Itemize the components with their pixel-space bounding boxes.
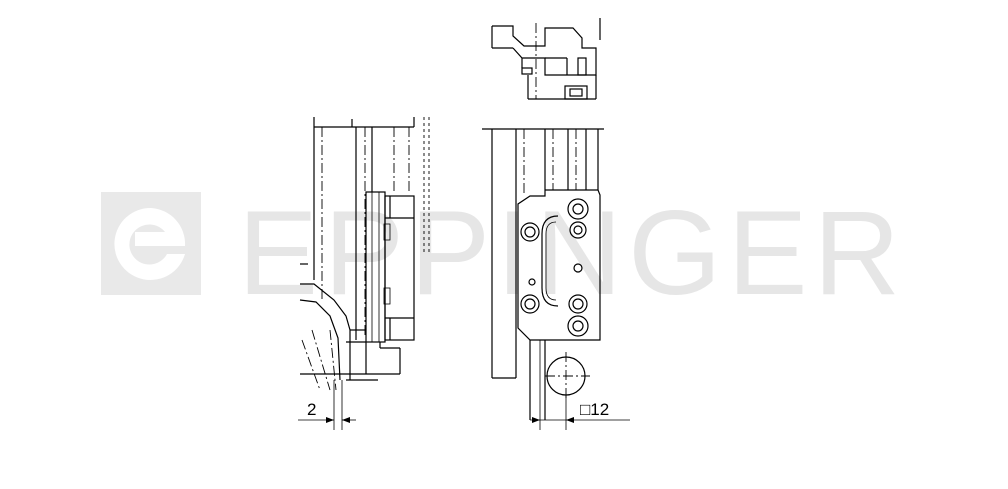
watermark: EPPINGER bbox=[101, 186, 906, 320]
watermark-brand: EPPINGER bbox=[238, 186, 906, 320]
left-side-view: 2 bbox=[298, 117, 430, 430]
eppinger-logo-icon bbox=[101, 192, 201, 295]
dimension-right-square: □12 bbox=[580, 400, 609, 419]
dimension-left-gap: 2 bbox=[307, 400, 316, 419]
right-front-view: □12 bbox=[482, 128, 630, 430]
screw-holes bbox=[520, 198, 589, 337]
top-view bbox=[491, 18, 601, 100]
